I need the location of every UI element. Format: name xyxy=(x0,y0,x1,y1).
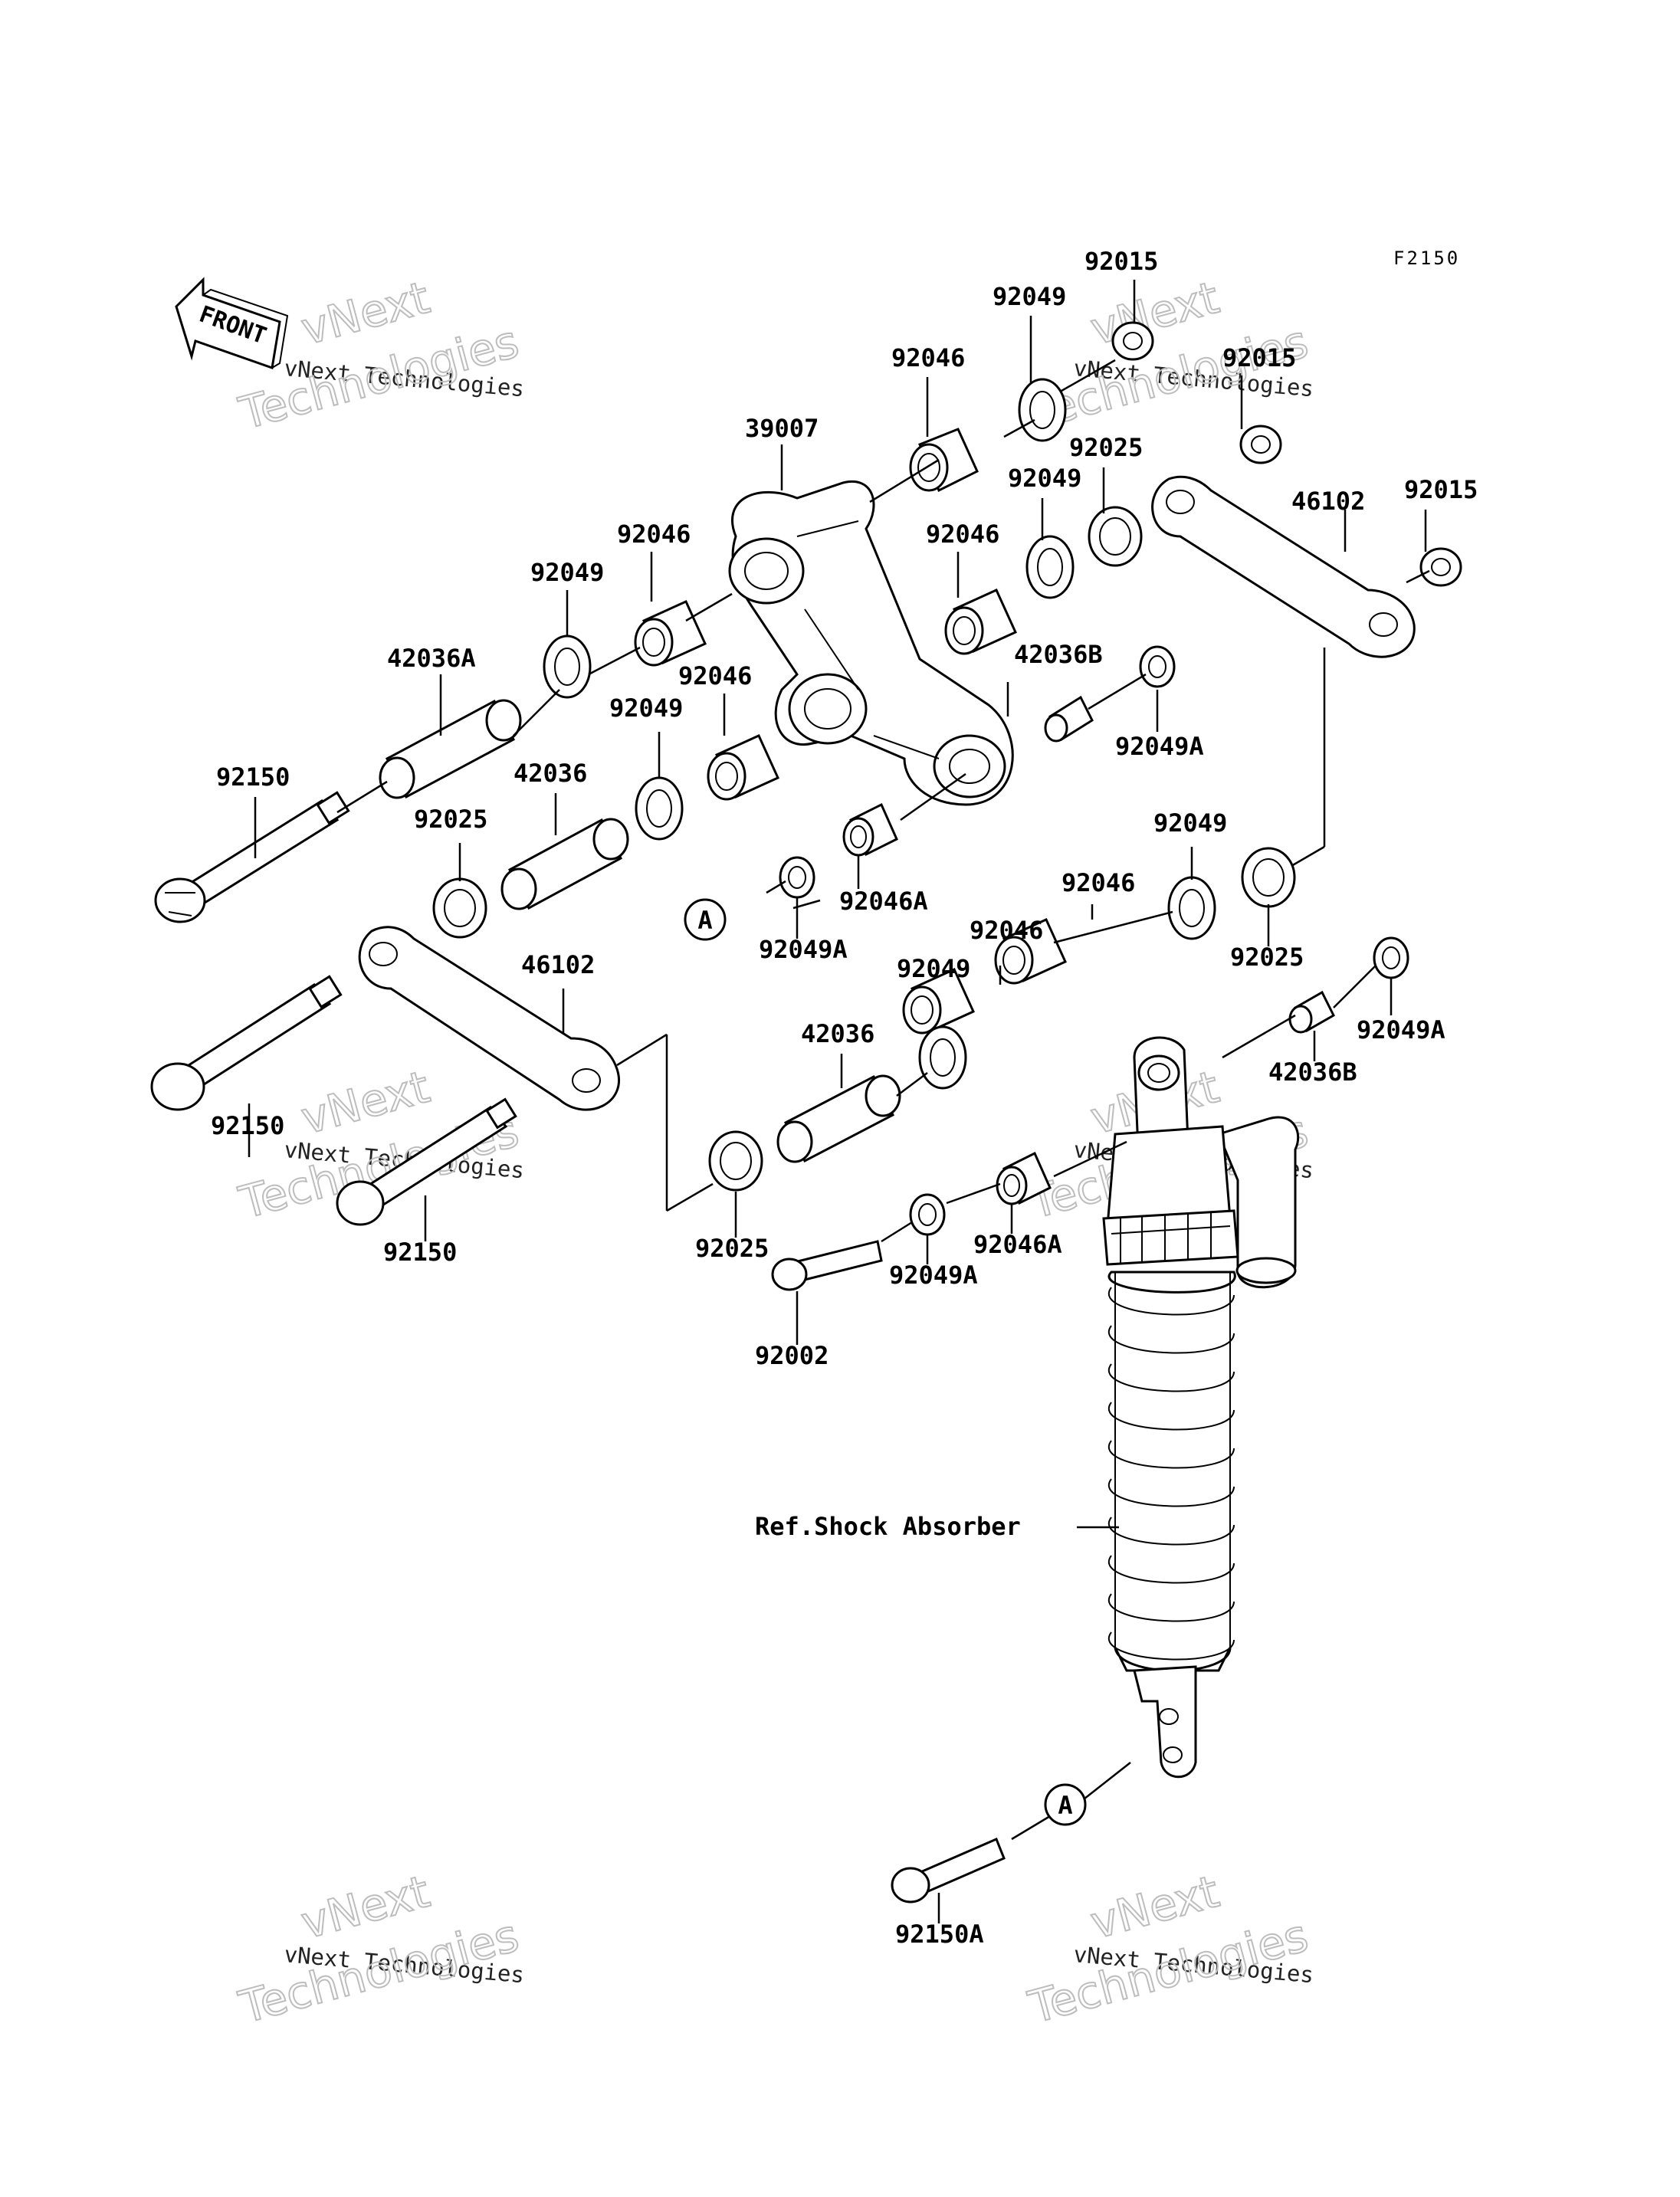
seal-92049-a xyxy=(1018,378,1067,442)
part-label: 92049 xyxy=(530,558,604,587)
part-label: 92015 xyxy=(1404,475,1478,504)
part-label: 42036A xyxy=(387,644,476,673)
shock-absorber xyxy=(1102,1036,1300,1779)
front-arrow-icon: FRONT xyxy=(175,277,289,370)
diagram-code: F2150 xyxy=(1393,248,1460,269)
part-label: 92049 xyxy=(609,694,683,723)
rocker-arm-39007 xyxy=(728,480,1014,806)
link-plate-46102-upper xyxy=(1151,475,1416,658)
seal-92049A-d xyxy=(909,1193,946,1236)
part-label: 92150 xyxy=(216,762,290,792)
sleeve-42036-lower xyxy=(776,1074,901,1163)
bearing-92046-a xyxy=(909,428,979,493)
part-label: 46102 xyxy=(521,950,595,979)
part-label: 92046 xyxy=(891,343,965,372)
bearing-92046-c xyxy=(944,589,1017,655)
part-label: 92046A xyxy=(839,887,928,916)
nut-92015-c xyxy=(1419,547,1462,587)
part-label: 42036 xyxy=(801,1019,874,1048)
part-label: 92049 xyxy=(1008,464,1081,493)
part-label: 92025 xyxy=(1069,433,1143,462)
part-label: 92049A xyxy=(1357,1015,1445,1044)
collar-42036B-lower xyxy=(1288,990,1335,1034)
seal-92049A-c xyxy=(1373,936,1409,979)
collar-42036B-upper xyxy=(1044,695,1094,743)
leader-lines xyxy=(248,280,1430,1923)
seal-92049-c xyxy=(543,635,592,699)
part-label: 92046 xyxy=(1061,868,1135,897)
part-label: 42036 xyxy=(514,759,587,788)
marker-a-upper: A xyxy=(684,898,727,941)
bearing-92046-e xyxy=(994,918,1067,985)
part-label: 92025 xyxy=(414,805,487,834)
part-label: 92049 xyxy=(897,954,970,983)
seal-92049-f xyxy=(918,1025,967,1090)
svg-text:A: A xyxy=(1058,1791,1072,1820)
washer-92025-b xyxy=(432,877,487,939)
part-label: 92046 xyxy=(617,520,691,549)
bolt-92150-lower xyxy=(336,1097,517,1226)
washer-92025-d xyxy=(708,1130,763,1192)
washer-92025-a xyxy=(1088,506,1143,567)
washer-92025-c xyxy=(1241,847,1296,908)
ref-shock-absorber-label: Ref.Shock Absorber xyxy=(755,1512,1021,1541)
watermark-bottom-right: vNext vNext Technologies Technologies xyxy=(1022,1864,1314,2035)
seal-92049-d xyxy=(635,776,684,841)
nut-92015-b xyxy=(1239,425,1282,464)
part-label: 92025 xyxy=(1230,943,1304,972)
part-label: 92046 xyxy=(678,661,752,690)
bolt-92002 xyxy=(771,1240,883,1291)
part-labels: 92015 92049 92046 92015 39007 92025 9204… xyxy=(211,247,1478,1949)
seal-92049A-b xyxy=(779,856,815,899)
part-label: 92150 xyxy=(211,1111,284,1140)
part-label: 92049A xyxy=(889,1261,978,1290)
part-label: 92015 xyxy=(1222,343,1296,372)
svg-text:A: A xyxy=(697,906,712,935)
part-label: 92150A xyxy=(895,1920,984,1949)
bolt-92150A xyxy=(891,1838,1006,1904)
bolt-92150-middle xyxy=(150,975,343,1111)
part-label: 92049A xyxy=(1115,732,1204,761)
part-label: 92046A xyxy=(973,1230,1062,1259)
watermark-top-left: vNext vNext Technologies Technologies xyxy=(233,271,525,441)
link-plate-46102-lower xyxy=(358,926,620,1111)
part-label: 92015 xyxy=(1084,247,1158,276)
part-label: 92002 xyxy=(755,1341,829,1370)
marker-a-lower: A xyxy=(1044,1783,1087,1826)
watermark-bottom-left: vNext vNext Technologies Technologies xyxy=(233,1864,525,2035)
part-label: 46102 xyxy=(1291,487,1365,516)
part-label: 92049 xyxy=(1153,808,1227,838)
part-label: 92046 xyxy=(926,520,999,549)
bearing-92046-f xyxy=(902,968,975,1035)
part-label: 92150 xyxy=(383,1238,457,1267)
sleeve-42036-upper xyxy=(500,818,629,910)
bearing-92046-b xyxy=(634,600,707,667)
bolt-92150-top xyxy=(154,791,350,923)
seal-92049-e xyxy=(1167,876,1216,940)
sleeve-42036A xyxy=(379,699,522,799)
part-label: 92049 xyxy=(993,282,1066,311)
part-label: 39007 xyxy=(745,414,819,443)
seal-92049A-a xyxy=(1139,645,1176,688)
part-label: 92046 xyxy=(970,916,1043,945)
part-label: 42036B xyxy=(1268,1058,1357,1087)
nut-92015-a xyxy=(1111,321,1154,361)
part-label: 92049A xyxy=(759,935,848,964)
part-label: 92025 xyxy=(695,1234,769,1263)
bearing-92046-d xyxy=(707,734,779,801)
seal-92049-b xyxy=(1025,535,1075,599)
bearing-92046A-upper xyxy=(842,802,898,857)
part-label: 42036B xyxy=(1014,640,1103,669)
bearing-92046A-lower xyxy=(996,1151,1052,1205)
